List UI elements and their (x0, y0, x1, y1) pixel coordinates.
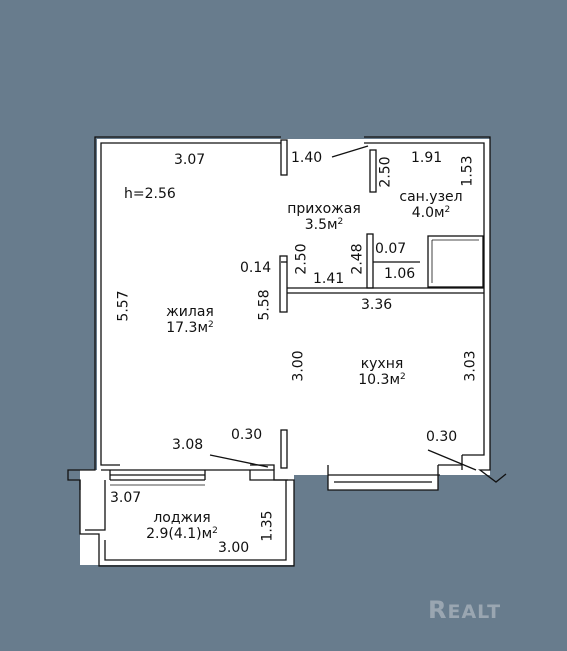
dim-bath-bottom: 1.06 (384, 266, 416, 282)
room-living-sup: 2 (208, 320, 214, 330)
dim-living-bottom: 3.08 (172, 437, 204, 453)
dim-partition-thickness: 0.07 (375, 241, 407, 257)
dim-loggia-top: 3.07 (110, 490, 142, 506)
room-bath-sup: 2 (444, 205, 451, 215)
room-bath-area: 4.0м (411, 205, 445, 221)
room-bath-name: сан.узел (399, 189, 463, 205)
logo-rest: EALT (447, 601, 502, 623)
dim-hall-bottom: 1.41 (313, 271, 345, 287)
room-kitchen-sup: 2 (400, 372, 406, 382)
room-hall-area: 3.5м (304, 217, 338, 233)
dim-bath-left: 2.50 (377, 156, 394, 188)
dim-loggia-right: 1.35 (259, 510, 276, 542)
dim-kitchen-width: 3.36 (361, 297, 393, 313)
dim-hall-wall-a: 2.50 (293, 243, 310, 275)
dim-kitchen-left: 3.00 (290, 350, 307, 382)
room-kitchen-area: 10.3м (358, 372, 400, 388)
dim-door-top: 1.40 (291, 150, 323, 166)
dim-wall-thickness-left: 0.14 (240, 260, 272, 276)
dim-wall-living-bottom: 0.30 (231, 427, 263, 443)
room-loggia-sup: 2 (212, 526, 218, 536)
room-loggia-area: 2.9(4.1)м (146, 526, 213, 542)
room-hall: прихожая 3.5м2 (282, 201, 366, 233)
dim-kitchen-right: 3.03 (462, 350, 479, 382)
walls (67, 136, 507, 567)
dim-loggia-bottom: 3.00 (218, 540, 250, 556)
room-bath: сан.узел 4.0м2 (392, 189, 470, 221)
logo-first: R (428, 596, 448, 624)
room-living-area: 17.3м (166, 320, 208, 336)
dim-hall-wall-b: 2.48 (349, 243, 366, 275)
room-kitchen: кухня 10.3м2 (340, 356, 424, 388)
dim-living-left: 5.57 (115, 290, 132, 322)
dim-bath-right: 1.53 (459, 155, 476, 187)
ceiling-height: h=2.56 (124, 186, 176, 202)
room-hall-sup: 2 (337, 217, 344, 227)
dim-wall-kitchen-bottom: 0.30 (426, 429, 458, 445)
room-living: жилая 17.3м2 (150, 304, 230, 336)
dim-living-top: 3.07 (174, 152, 206, 168)
room-loggia-name: лоджия (153, 510, 211, 526)
realt-logo: REALT (428, 596, 501, 624)
dim-living-right: 5.58 (256, 289, 273, 321)
room-loggia: лоджия 2.9(4.1)м2 (136, 510, 228, 542)
room-hall-name: прихожая (287, 201, 361, 217)
plan-area (97, 139, 490, 475)
dim-bath-top: 1.91 (411, 150, 443, 166)
room-kitchen-name: кухня (360, 356, 404, 372)
room-living-name: жилая (166, 304, 214, 320)
